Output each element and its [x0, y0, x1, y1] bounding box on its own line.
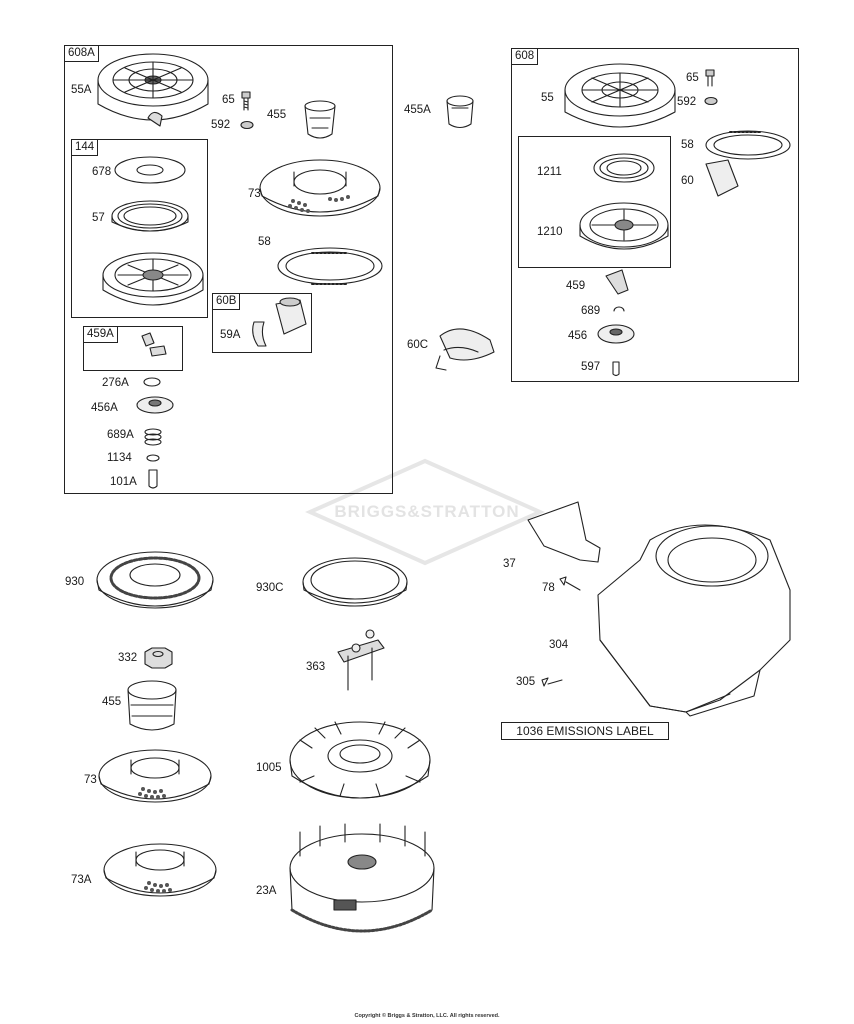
- starter-cup-455b-drawing: [127, 680, 177, 731]
- callout-1211: 1211: [537, 166, 562, 178]
- screw-305-drawing: [541, 677, 563, 687]
- blower-housing-304-drawing: [597, 524, 791, 717]
- callout-930c: 930C: [256, 582, 284, 594]
- callout-55: 55: [541, 92, 554, 104]
- callout-73a: 73A: [71, 874, 92, 886]
- washer-678-drawing: [114, 156, 186, 184]
- pawl-459a-drawing: [141, 332, 167, 357]
- callout-592-left: 592: [211, 119, 231, 131]
- spring-57-drawing: [111, 200, 189, 232]
- callout-60: 60: [681, 175, 694, 187]
- callout-101a: 101A: [110, 476, 137, 488]
- callout-455-upper: 455: [267, 109, 287, 121]
- screen-930-drawing: [96, 551, 214, 609]
- callout-332: 332: [118, 652, 138, 664]
- starter-rope-58b-drawing: [705, 130, 791, 160]
- spring-1211-drawing: [593, 153, 655, 183]
- pulley-144-drawing: [102, 252, 204, 306]
- handle-59a-drawing: [252, 297, 307, 347]
- callout-73-lower: 73: [84, 774, 97, 786]
- callout-304: 304: [549, 639, 569, 651]
- bolt-65b-drawing: [705, 69, 715, 87]
- callout-1210: 1210: [537, 226, 563, 238]
- starter-cup-455a-drawing: [304, 100, 336, 139]
- washer-276a-drawing: [143, 377, 161, 387]
- bolt-65a-drawing: [241, 91, 251, 111]
- blower-screen-73a-drawing: [259, 159, 381, 217]
- callout-57: 57: [92, 212, 105, 224]
- group-box-608: [511, 48, 799, 382]
- blower-screen-73A-drawing: [103, 843, 217, 897]
- copyright-notice: Copyright © Briggs & Stratton, LLC. All …: [354, 1013, 500, 1019]
- callout-592-right: 592: [677, 96, 697, 108]
- group-box-144: [71, 139, 208, 318]
- pawl-459-drawing: [605, 269, 629, 295]
- flywheel-1005-drawing: [289, 721, 431, 799]
- callout-689: 689: [581, 305, 601, 317]
- callout-59a: 59A: [220, 329, 241, 341]
- group-box-459a: [83, 326, 183, 371]
- callout-455-lower: 455: [102, 696, 122, 708]
- flywheel-23a-drawing: [289, 823, 435, 933]
- group-label-459a: 459A: [83, 326, 118, 343]
- callout-456: 456: [568, 330, 588, 342]
- baffle-37-drawing: [527, 501, 601, 563]
- callout-73-upper: 73: [248, 188, 261, 200]
- nut-592a-drawing: [240, 120, 254, 130]
- callout-1005: 1005: [256, 762, 282, 774]
- spring-689a-drawing: [144, 428, 162, 446]
- callout-23a: 23A: [256, 885, 277, 897]
- group-label-608a: 608A: [64, 45, 99, 62]
- callout-58-right: 58: [681, 139, 694, 151]
- group-box-1211-1210: [518, 136, 671, 268]
- callout-459: 459: [566, 280, 586, 292]
- nut-332-drawing: [144, 647, 173, 669]
- group-label-60b: 60B: [212, 293, 241, 310]
- screw-78-drawing: [559, 576, 581, 591]
- callout-65-right: 65: [686, 72, 699, 84]
- starter-rope-58a-drawing: [277, 247, 383, 285]
- callout-455a: 455A: [404, 104, 431, 116]
- emissions-label-box: 1036 EMISSIONS LABEL: [501, 722, 669, 740]
- module-363-drawing: [337, 629, 385, 691]
- callout-60c: 60C: [407, 339, 429, 351]
- group-label-608: 608: [511, 48, 539, 65]
- callout-37: 37: [503, 558, 516, 570]
- callout-678: 678: [92, 166, 112, 178]
- callout-65-left: 65: [222, 94, 235, 106]
- callout-55a: 55A: [71, 84, 92, 96]
- blower-screen-73b-drawing: [98, 749, 212, 803]
- group-box-608a: [64, 45, 393, 494]
- group-label-144: 144: [71, 139, 99, 156]
- retainer-456a-drawing: [136, 396, 174, 414]
- callout-689a: 689A: [107, 429, 134, 441]
- callout-78: 78: [542, 582, 555, 594]
- callout-1134: 1134: [107, 452, 132, 464]
- callout-930: 930: [65, 576, 85, 588]
- washer-1134-drawing: [146, 454, 160, 462]
- starter-cup-455A-drawing: [446, 95, 474, 129]
- handle-60c-drawing: [435, 328, 495, 371]
- callout-58-upper: 58: [258, 236, 271, 248]
- clip-689-drawing: [613, 306, 625, 312]
- recoil-housing-55a-drawing: [97, 53, 209, 127]
- handle-60-drawing: [705, 159, 739, 197]
- retainer-456-drawing: [597, 324, 635, 344]
- callout-276a: 276A: [102, 377, 129, 389]
- pulley-1210-drawing: [579, 202, 669, 250]
- callout-363: 363: [306, 661, 326, 673]
- callout-456a: 456A: [91, 402, 118, 414]
- screen-retainer-930c-drawing: [302, 557, 408, 607]
- callout-597: 597: [581, 361, 601, 373]
- watermark-text: BRIGGS&STRATTON: [334, 502, 520, 521]
- callout-305: 305: [516, 676, 536, 688]
- group-box-60b: [212, 293, 312, 353]
- recoil-housing-55-drawing: [564, 63, 676, 128]
- screw-597-drawing: [612, 361, 620, 377]
- watermark-logo: [305, 458, 545, 566]
- screw-101a-drawing: [148, 469, 158, 489]
- nut-592b-drawing: [704, 96, 718, 106]
